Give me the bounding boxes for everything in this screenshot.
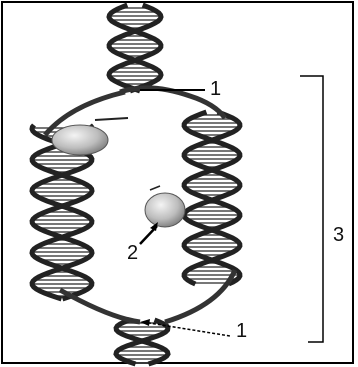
label-1-top: 1: [210, 79, 221, 99]
label-3: 3: [333, 225, 344, 245]
label-2: 2: [127, 243, 138, 263]
label-1-bottom-arrowhead: [140, 319, 150, 326]
label-1-bottom: 1: [236, 321, 247, 341]
bracket-3: [300, 76, 323, 342]
fork-strand-bottom: [60, 290, 140, 322]
polymerase-small-arrow: [150, 186, 160, 190]
daughter-helix-right: [184, 112, 240, 284]
polymerase-enzyme: [145, 193, 185, 227]
parent-helix-bottom: [116, 320, 168, 364]
helicase-arrow: [95, 118, 128, 120]
backbone-strand-b: [184, 112, 240, 284]
helicase-enzyme: [52, 125, 108, 155]
fork-strand-bottom-right: [165, 270, 235, 322]
parent-helix-top: [109, 5, 161, 91]
